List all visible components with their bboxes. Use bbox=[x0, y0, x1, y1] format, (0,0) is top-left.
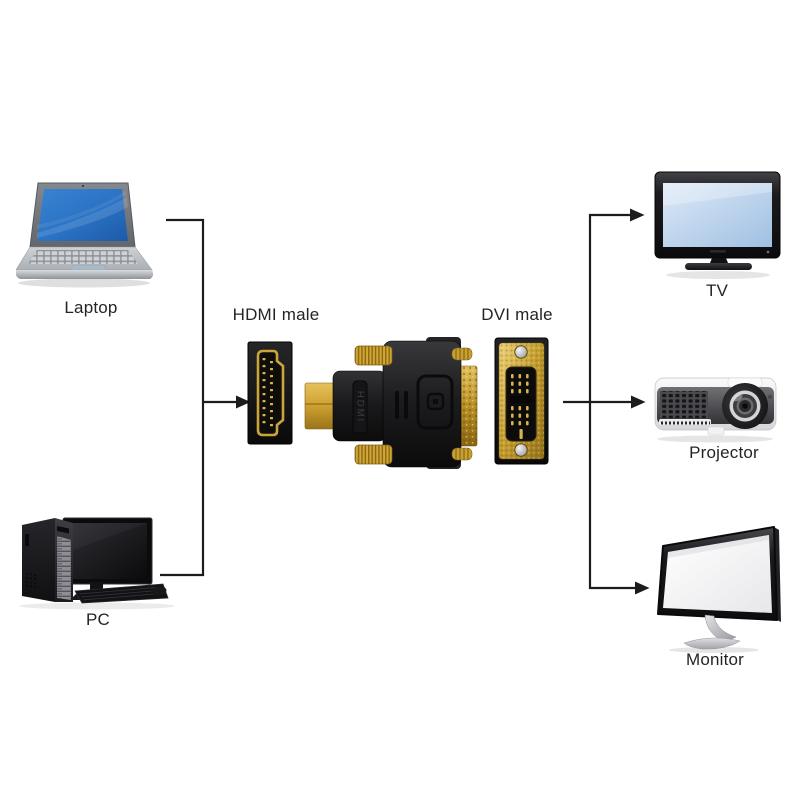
dvi-pins bbox=[511, 374, 529, 426]
dvi-center-inset bbox=[510, 396, 532, 403]
laptop-webcam bbox=[81, 184, 85, 188]
laptop-label: Laptop bbox=[64, 298, 118, 317]
monitor-screen bbox=[663, 535, 772, 613]
tv-label: TV bbox=[705, 281, 729, 300]
hdmi-male-label: HDMI male bbox=[232, 305, 320, 324]
laptop-screen-glare bbox=[37, 197, 128, 238]
tv-logo bbox=[710, 250, 726, 253]
dvi-male-label: DVI male bbox=[481, 305, 553, 324]
laptop-screen-glare2 bbox=[37, 191, 126, 229]
adapter-body-emboss bbox=[416, 374, 454, 430]
monitor-stand-base bbox=[683, 637, 741, 650]
pc-label: PC bbox=[85, 610, 111, 629]
tv-stand-base bbox=[685, 263, 752, 270]
arrow-to-projector bbox=[631, 395, 646, 409]
dvi-screw-hole-bottom bbox=[514, 443, 528, 457]
monitor-shadow bbox=[669, 647, 759, 653]
monitor-label: Monitor bbox=[685, 650, 745, 669]
line-laptop-to-bus bbox=[160, 218, 205, 577]
pc-tower-side bbox=[22, 518, 55, 602]
line-output-bus bbox=[588, 213, 636, 590]
adapter-embossed-recess bbox=[352, 380, 368, 434]
tv-stand-neck bbox=[710, 258, 728, 263]
projector-label: Projector bbox=[689, 443, 759, 462]
tv-image bbox=[648, 166, 788, 292]
hdmi-port-pins bbox=[262, 358, 273, 427]
adapter-screw-threads bbox=[451, 347, 473, 461]
laptop-shadow bbox=[18, 278, 150, 288]
pc-tower-vents bbox=[26, 573, 36, 588]
dvi-blade-pin bbox=[519, 429, 523, 439]
arrow-to-monitor bbox=[635, 581, 650, 595]
arrow-to-tv bbox=[630, 208, 645, 222]
pc-tower-drive bbox=[57, 526, 69, 534]
adapter-image: HDMI bbox=[300, 336, 480, 470]
pc-monitor-screen bbox=[68, 523, 147, 579]
pc-tower-vent bbox=[25, 534, 29, 546]
projector-image bbox=[648, 366, 783, 446]
adapter-body-slot-1 bbox=[395, 391, 399, 419]
tv-indicator-led bbox=[766, 250, 770, 254]
laptop-image bbox=[16, 175, 166, 290]
projector-ir-sensor bbox=[767, 394, 773, 400]
projector-foot bbox=[707, 426, 725, 436]
hdmi-port-outline bbox=[256, 349, 285, 437]
laptop-touchpad bbox=[70, 264, 107, 271]
adapter-logo bbox=[426, 392, 445, 411]
adapter-hdmi-plug bbox=[304, 382, 338, 430]
dvi-screw-hole-top bbox=[514, 345, 528, 359]
adapter-thumbscrew-bottom bbox=[354, 444, 393, 465]
adapter-logo-dot bbox=[433, 399, 438, 404]
adapter-hdmi-plug-seam bbox=[305, 403, 337, 405]
pc-mouse bbox=[151, 586, 167, 596]
pc-shadow bbox=[19, 602, 175, 610]
laptop-front-edge bbox=[16, 270, 154, 279]
adapter-embossed-text: HDMI bbox=[354, 391, 365, 423]
laptop-screen bbox=[37, 189, 128, 241]
projector-lens bbox=[722, 383, 768, 429]
pc-screen-glare bbox=[68, 523, 147, 552]
tv-shadow bbox=[666, 271, 770, 279]
tv-screen bbox=[663, 183, 772, 247]
dvi-front-view bbox=[490, 334, 550, 468]
projector-shadow bbox=[657, 435, 773, 443]
monitor-screen-shade bbox=[668, 535, 769, 558]
pc-tower-panel bbox=[57, 536, 71, 600]
laptop-keyboard-keys bbox=[28, 250, 138, 264]
tv-screen-glare bbox=[663, 183, 772, 206]
pc-image bbox=[12, 512, 177, 612]
adapter-body bbox=[382, 340, 462, 468]
adapter-thumbscrew-top bbox=[354, 345, 393, 366]
monitor-image bbox=[648, 516, 788, 656]
projector-grille bbox=[660, 391, 708, 418]
hdmi-front-view bbox=[246, 340, 296, 448]
projector-bottom-dashes bbox=[660, 419, 710, 425]
arrow-to-adapter bbox=[236, 395, 251, 409]
pc-keyboard-rows bbox=[78, 586, 167, 601]
adapter-body-slot-2 bbox=[404, 391, 408, 419]
